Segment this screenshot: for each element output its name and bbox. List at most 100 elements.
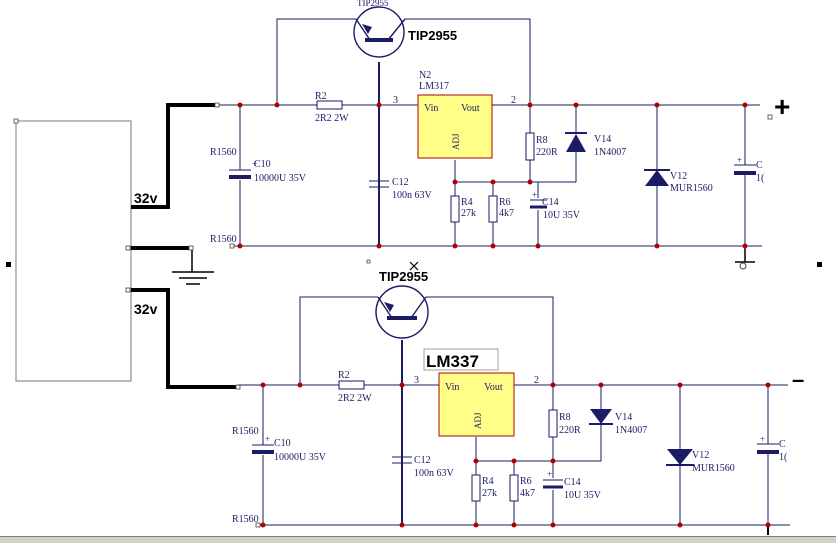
wire-endpoint[interactable] — [229, 243, 235, 249]
selection-marker — [409, 261, 419, 271]
lower-junctions — [260, 382, 771, 528]
upper-r6-value: 4k7 — [499, 208, 514, 219]
lower-c10-ref: C10 — [274, 438, 291, 449]
upper-regulator-adj: ADJ — [451, 133, 461, 150]
upper-v14-value: 1N4007 — [594, 147, 626, 158]
lower-r8-resistor[interactable] — [548, 409, 558, 438]
upper-regulator-pin3: 3 — [393, 95, 398, 106]
lower-c12-capacitor[interactable] — [392, 456, 412, 464]
selection-handle[interactable] — [6, 262, 11, 267]
lower-r2-ref: R2 — [338, 370, 350, 381]
status-bar — [0, 536, 836, 543]
upper-c12-capacitor[interactable] — [369, 180, 389, 188]
lower-v14-diode-icon[interactable] — [589, 409, 613, 425]
upper-r4-ref: R4 — [461, 197, 473, 208]
lower-v12-value: MUR1560 — [692, 463, 735, 474]
lower-c10-value: 10000U 35V — [274, 452, 327, 463]
upper-v14-diode-icon[interactable] — [565, 132, 587, 152]
lower-r2-resistor[interactable] — [338, 380, 365, 390]
upper-v12-ref: V12 — [670, 171, 687, 182]
upper-c10-value: 10000U 35V — [254, 173, 307, 184]
lower-c10-capacitor[interactable]: + — [252, 434, 274, 454]
lower-regulator-vin: Vin — [445, 382, 459, 393]
lower-c-right-ref: C — [779, 439, 786, 450]
upper-positive-terminal: + — [774, 91, 790, 122]
upper-r8-resistor[interactable] — [525, 132, 535, 161]
upper-r2-resistor[interactable] — [316, 100, 343, 110]
upper-c14-ref: C14 — [542, 197, 559, 208]
upper-r4-value: 27k — [461, 208, 476, 219]
selection-handle[interactable] — [817, 262, 822, 267]
lower-r6-resistor[interactable] — [509, 474, 519, 502]
upper-c12-value: 100n 63V — [392, 190, 433, 201]
svg-text:+: + — [760, 434, 765, 444]
lower-r4-ref: R4 — [482, 476, 494, 487]
upper-r2-ref: R2 — [315, 91, 327, 102]
selection-handle[interactable] — [13, 118, 19, 124]
lower-c12-ref: C12 — [414, 455, 431, 466]
wire-endpoint[interactable] — [255, 522, 261, 528]
wire-endpoint[interactable] — [235, 384, 241, 390]
lower-r4-value: 27k — [482, 488, 497, 499]
upper-c-right-value: 1( — [756, 173, 765, 184]
upper-r2-value: 2R2 2W — [315, 113, 349, 124]
upper-c-right-capacitor[interactable]: + — [734, 155, 756, 175]
upper-transistor-icon[interactable] — [353, 6, 406, 58]
upper-transistor-label: TIP2955 — [408, 28, 457, 43]
svg-text:+: + — [265, 434, 270, 444]
lower-transistor-icon[interactable] — [375, 285, 429, 339]
upper-c14-capacitor[interactable]: + — [530, 190, 547, 209]
lower-v14-value: 1N4007 — [615, 425, 647, 436]
lower-c14-capacitor[interactable]: + — [543, 469, 563, 489]
wire-endpoint[interactable] — [188, 245, 194, 251]
voltage-label-lower: 32v — [134, 301, 158, 317]
lower-r4-resistor[interactable] — [471, 474, 481, 502]
lower-label-r1560-bottom: R1560 — [232, 514, 259, 525]
upper-r8-ref: R8 — [536, 135, 548, 146]
lower-label-r1560-top: R1560 — [232, 426, 259, 437]
lower-v12-diode-icon[interactable] — [666, 449, 694, 466]
part-label-selection[interactable] — [423, 348, 499, 371]
secondary-lead-upper — [131, 103, 218, 209]
lower-c14-ref: C14 — [564, 477, 581, 488]
upper-transistor-label-small: TIP2955 — [357, 0, 389, 8]
transformer-block[interactable] — [15, 120, 132, 382]
wire-endpoint[interactable] — [125, 245, 131, 251]
upper-c10-ref: C10 — [254, 159, 271, 170]
selection-handle[interactable] — [767, 114, 773, 120]
lower-c12-value: 100n 63V — [414, 468, 455, 479]
upper-c12-ref: C12 — [392, 177, 409, 188]
svg-text:+: + — [532, 190, 537, 200]
upper-c-right-ref: C — [756, 160, 763, 171]
upper-r4-resistor[interactable] — [450, 195, 460, 223]
upper-regulator-lm317[interactable] — [417, 94, 493, 159]
upper-r8-value: 220R — [536, 147, 558, 158]
lower-regulator-lm337[interactable] — [438, 372, 515, 437]
upper-label-r1560-bottom: R1560 — [210, 234, 237, 245]
upper-ground-icon — [735, 246, 755, 270]
upper-c10-capacitor[interactable]: + — [229, 159, 257, 179]
upper-regulator-ref: N2 — [419, 70, 431, 81]
wire-endpoint[interactable] — [125, 287, 131, 293]
lower-c-right-value: 1( — [779, 452, 788, 463]
lower-regulator-vout: Vout — [484, 382, 503, 393]
selection-handle[interactable] — [366, 259, 371, 264]
lower-r6-ref: R6 — [520, 476, 532, 487]
lower-r6-value: 4k7 — [520, 488, 535, 499]
lower-negative-terminal: – — [792, 367, 804, 392]
upper-regulator-part: LM317 — [419, 81, 449, 92]
lower-c-right-capacitor[interactable]: + — [757, 434, 779, 454]
upper-r6-ref: R6 — [499, 197, 511, 208]
lower-regulator-adj: ADJ — [473, 412, 483, 429]
lower-r8-ref: R8 — [559, 412, 571, 423]
secondary-lead-lower — [131, 288, 238, 389]
lower-transistor-label: TIP2955 — [379, 269, 428, 284]
lower-regulator-pin3: 3 — [414, 375, 419, 386]
upper-r6-resistor[interactable] — [488, 195, 498, 223]
upper-regulator-vout: Vout — [461, 103, 480, 114]
wire-endpoint[interactable] — [214, 102, 220, 108]
upper-regulator-vin: Vin — [424, 103, 438, 114]
upper-v12-diode-icon[interactable] — [644, 169, 670, 186]
lower-v12-ref: V12 — [692, 450, 709, 461]
